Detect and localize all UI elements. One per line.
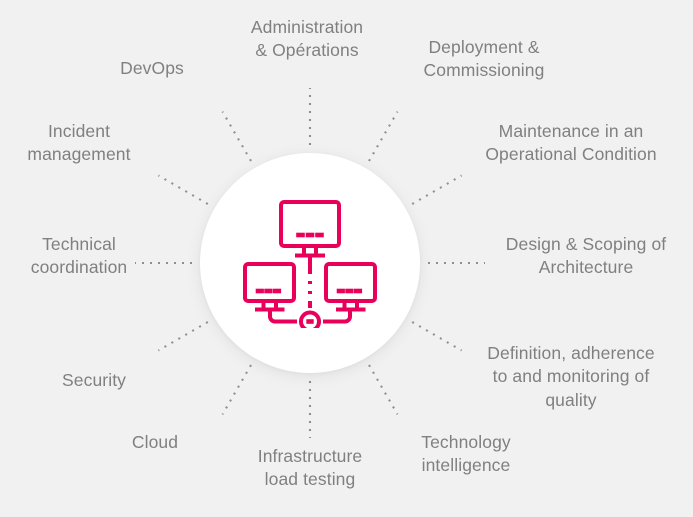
node-label-infrastructure-load-testing: Infrastructure load testing bbox=[257, 446, 363, 490]
connector-line-maintenance-operational-condition bbox=[411, 174, 463, 205]
node-label-technology-intelligence: Technology intelligence bbox=[421, 432, 511, 476]
connector-line-definition-adherence-quality bbox=[411, 321, 463, 352]
node-label-security: Security bbox=[61, 370, 126, 390]
node-label-design-scoping-architecture: Design & Scoping of Architecture bbox=[505, 234, 667, 278]
node-label-definition-adherence-quality: Definition, adherence to and monitoring … bbox=[487, 343, 655, 410]
connector-line-devops bbox=[221, 111, 252, 162]
connector-line-technology-intelligence bbox=[368, 364, 399, 415]
connector-line-incident-management bbox=[157, 174, 209, 205]
node-label-cloud: Cloud bbox=[131, 432, 179, 452]
node-label-maintenance-operational-condition: Maintenance in an Operational Condition bbox=[485, 121, 657, 165]
node-label-administration-operations: Administration & Opérations bbox=[250, 17, 364, 61]
connector-line-security bbox=[157, 321, 209, 352]
connector-line-deployment-commissioning bbox=[368, 111, 399, 162]
center-hub-circle bbox=[200, 153, 420, 373]
node-label-deployment-commissioning: Deployment & Commissioning bbox=[423, 37, 545, 81]
node-label-technical-coordination: Technical coordination bbox=[30, 234, 128, 278]
node-label-devops: DevOps bbox=[120, 58, 184, 78]
connector-line-cloud bbox=[221, 364, 252, 415]
network-of-monitors-icon bbox=[243, 200, 377, 328]
node-label-incident-management: Incident management bbox=[27, 121, 131, 165]
